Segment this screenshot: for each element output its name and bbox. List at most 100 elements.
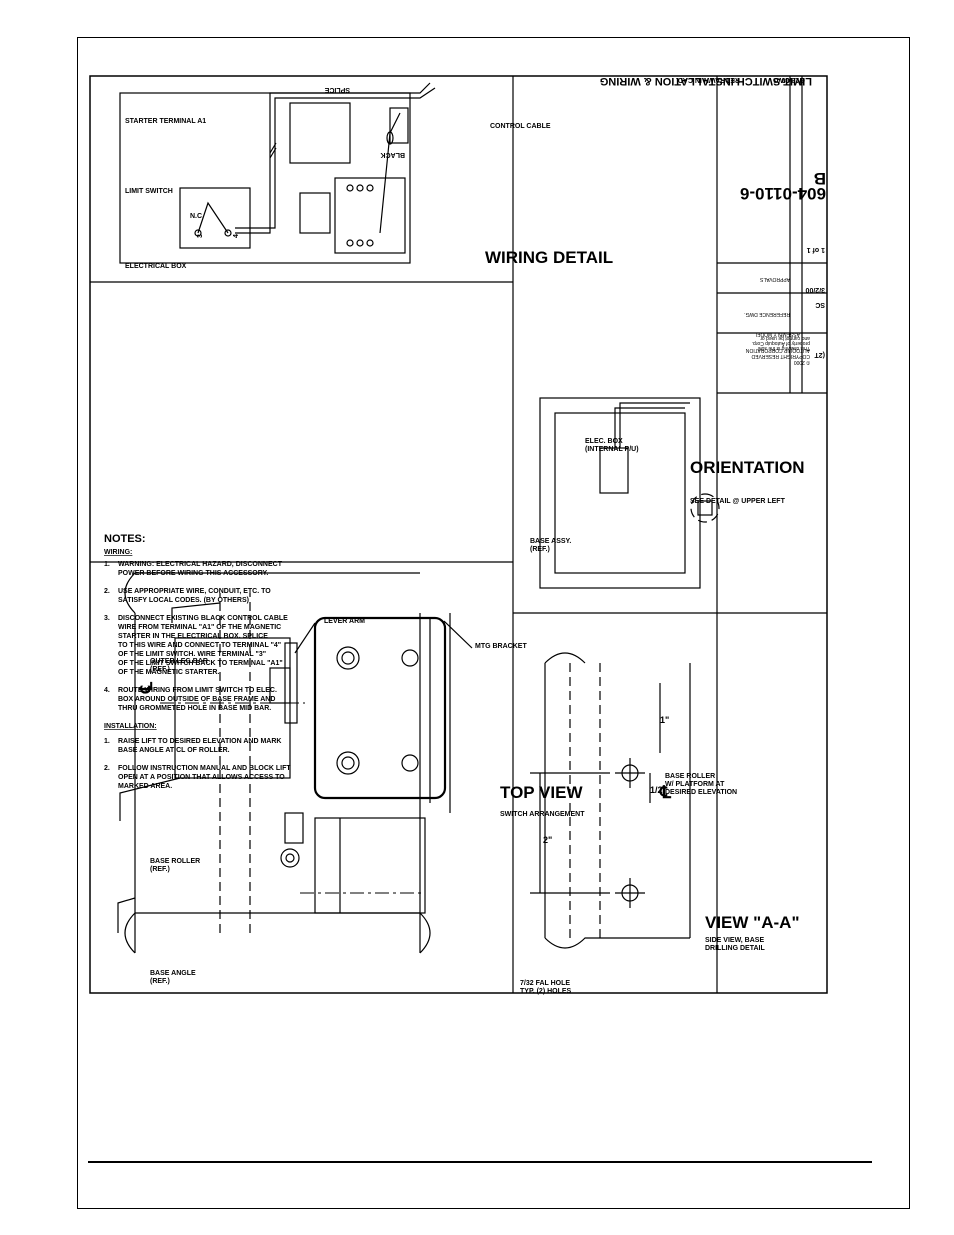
svg-text:TYP. (2) HOLES: TYP. (2) HOLES	[520, 988, 572, 995]
label-splice: SPLICE	[324, 86, 350, 93]
wiring-note-4: 4. ROUTE WIRING FROM LIMIT SWITCH TO ELE…	[104, 687, 277, 712]
label-black: BLACK	[381, 151, 406, 158]
wiring-note-1: 1. WARNING: ELECTRICAL HAZARD, DISCONNEC…	[104, 561, 283, 577]
splice-symbol	[386, 131, 394, 145]
label-outer-leg-bar: OUTER LEG BAR	[150, 658, 208, 665]
label-limit-switch: LIMIT SWITCH	[125, 188, 173, 195]
svg-text:STARTER IN THE ELECTRICAL BOX.: STARTER IN THE ELECTRICAL BOX. SPLICE	[118, 633, 268, 640]
svg-text:DESIRED ELEVATION: DESIRED ELEVATION	[665, 789, 737, 796]
svg-text:and cannot be used or: and cannot be used or	[760, 335, 810, 341]
installation-note-1: 1. RAISE LIFT TO DESIRED ELEVATION AND M…	[104, 738, 281, 754]
dim-1-inch: 1"	[660, 715, 669, 725]
svg-text:W/ PLATFORM AT: W/ PLATFORM AT	[665, 781, 725, 788]
svg-text:BOX AROUND OUTSIDE OF BASE FRA: BOX AROUND OUTSIDE OF BASE FRAME AND	[118, 696, 275, 703]
bracket-hole-icon-2	[401, 649, 419, 667]
revision-row-by: CWG	[772, 76, 790, 83]
wiring-detail-panel: 3 4 N.C. ELECTRICAL BOX LIMIT SWITCH STA…	[119, 82, 613, 270]
bracket-hole-icon	[401, 754, 419, 772]
drawn-by-value: SC	[815, 301, 825, 308]
svg-text:(INTERNAL P/U): (INTERNAL P/U)	[585, 446, 639, 453]
view-aa-centerline-symbol: ℄	[659, 783, 672, 802]
assembly-model-label: ASSEMBLY MODEL	[754, 331, 800, 337]
revision-row-num: 1	[726, 76, 730, 83]
svg-text:(REF.): (REF.)	[150, 866, 170, 873]
svg-text:POWER BEFORE WIRING THIS ACCES: POWER BEFORE WIRING THIS ACCESSORY.	[118, 570, 268, 577]
revision-row-desc: REDRAWN IN CAD.	[676, 76, 740, 83]
svg-text:WIRE FROM TERMINAL "A1" OF THE: WIRE FROM TERMINAL "A1" OF THE MAGNETIC	[118, 624, 281, 631]
copyright-line-1: © 2000	[794, 359, 810, 366]
svg-text:2.: 2.	[104, 588, 110, 595]
view-aa-subtitle-1: SIDE VIEW, BASE	[705, 937, 764, 944]
revision-row-date: 6/18/00	[782, 76, 805, 83]
svg-text:1.: 1.	[104, 738, 110, 745]
svg-text:THRU GROMMETED HOLE IN BASE MI: THRU GROMMETED HOLE IN BASE MID BAR.	[118, 705, 271, 712]
label-see-detail: SEE DETAIL @ UPPER LEFT	[690, 498, 786, 505]
svg-text:OF THE MAGNETIC STARTER.: OF THE MAGNETIC STARTER.	[118, 669, 219, 676]
footer-rule	[88, 1161, 872, 1163]
svg-text:4.: 4.	[104, 687, 110, 694]
electrical-box	[119, 92, 411, 264]
property-note: This drawing is the sole	[758, 345, 810, 351]
wiring-note-3: 3. DISCONNECT EXISTING BLACK CONTROL CAB…	[104, 615, 288, 676]
svg-text:OPEN AT A POSITION THAT ALLOWS: OPEN AT A POSITION THAT ALLOWS ACCESS TO	[118, 774, 285, 781]
label-view-aa-base-roller: BASE ROLLER	[665, 773, 715, 780]
approvals-label: APPROVALS	[759, 276, 790, 282]
label-base-assy: BASE ASSY.	[530, 538, 571, 545]
dim-2-inch: 2"	[543, 835, 552, 845]
svg-text:USE APPROPRIATE WIRE, CONDUIT,: USE APPROPRIATE WIRE, CONDUIT, ETC. TO	[118, 588, 271, 595]
base-break-right	[544, 652, 586, 664]
bracket-screw-icon	[336, 751, 360, 775]
label-base-roller: BASE ROLLER	[150, 858, 200, 865]
label-mtg-bracket: MTG BRACKET	[475, 643, 527, 650]
label-starter-terminal: STARTER TERMINAL A1	[125, 118, 206, 125]
svg-text:2.: 2.	[104, 765, 110, 772]
limit-switch-body	[314, 817, 426, 914]
svg-text:BASE ANGLE AT CL OF ROLLER.: BASE ANGLE AT CL OF ROLLER.	[118, 747, 230, 754]
top-view-subtitle: SWITCH ARRANGEMENT	[500, 811, 585, 818]
svg-text:FOLLOW INSTRUCTION MANUAL AND: FOLLOW INSTRUCTION MANUAL AND BLOCK LIFT	[118, 765, 291, 772]
terminal-3-label: 3	[197, 234, 204, 238]
svg-text:TO THIS WIRE AND CONNECT TO TE: TO THIS WIRE AND CONNECT TO TERMINAL "4"	[118, 642, 281, 649]
svg-text:SATISFY LOCAL CODES. (BY OTHER: SATISFY LOCAL CODES. (BY OTHERS)	[118, 597, 249, 604]
lever-arm	[284, 642, 298, 724]
top-view-centerline-symbol: ℄	[137, 681, 156, 694]
svg-text:AUTOQUIP CORPORATION: AUTOQUIP CORPORATION	[745, 347, 810, 353]
reference-dwg-label: REFERENCE DWG.	[744, 311, 790, 317]
svg-text:(REF.): (REF.)	[150, 666, 170, 673]
revision-letter: B	[814, 169, 826, 188]
label-control-cable: CONTROL CABLE	[490, 123, 551, 130]
svg-text:OF THE LIMIT SWITCH. WIRE TERM: OF THE LIMIT SWITCH. WIRE TERMINAL "3"	[118, 651, 266, 658]
svg-text:3.: 3.	[104, 615, 110, 622]
label-elec-box: ELEC. BOX	[585, 438, 623, 445]
wiring-detail-title: WIRING DETAIL	[485, 248, 613, 267]
view-aa-title: VIEW "A-A"	[705, 913, 800, 932]
wiring-note-2: 2. USE APPROPRIATE WIRE, CONDUIT, ETC. T…	[104, 588, 271, 604]
svg-text:RAISE LIFT TO DESIRED ELEVATIO: RAISE LIFT TO DESIRED ELEVATION AND MARK	[118, 738, 281, 745]
limit-switch-symbol	[179, 187, 251, 249]
svg-text:WARNING: ELECTRICAL HAZARD, DI: WARNING: ELECTRICAL HAZARD, DISCONNECT	[118, 561, 283, 568]
drawing-border	[89, 75, 828, 994]
top-view-panel: ℄ BASE ANGLE (REF.)	[117, 572, 585, 985]
nc-label: N.C.	[190, 213, 204, 220]
svg-text:(REF.): (REF.)	[530, 546, 550, 553]
installation-note-2: 2. FOLLOW INSTRUCTION MANUAL AND BLOCK L…	[104, 765, 291, 790]
notes-title: NOTES:	[104, 533, 146, 545]
date-value: 3/2/00	[805, 286, 825, 293]
view-aa-subtitle-2: DRILLING DETAIL	[705, 945, 765, 952]
drawing-number: 604-0110-6	[740, 184, 826, 203]
wire-route-to-switch	[235, 82, 431, 234]
label-drill-hole: 7/32 FAL HOLE	[520, 980, 570, 987]
view-aa-panel: 2" 1/2" 1" ℄ 7/32 FAL HOLE TYP. (2) HOLE…	[520, 652, 800, 995]
dim-half-inch: 1/2"	[650, 785, 667, 795]
lever-arm-roller-icon	[280, 848, 300, 868]
page-frame	[77, 37, 910, 1209]
base-break-left	[544, 937, 690, 949]
top-view-title: TOP VIEW	[500, 783, 583, 802]
sheet-value: 1 of 1	[807, 246, 825, 253]
label-lever-arm: LEVER ARM	[324, 618, 365, 625]
magnetic-starter	[334, 177, 406, 254]
svg-text:ROUTE WIRING FROM LIMIT SWITCH: ROUTE WIRING FROM LIMIT SWITCH TO ELEC.	[118, 687, 277, 694]
svg-text:OF THE LIMIT SWITCH BACK TO TE: OF THE LIMIT SWITCH BACK TO TERMINAL "A1…	[118, 660, 283, 667]
title-block: © 2000 COPYRIGHT RESERVED AUTOQUIP CORPO…	[600, 75, 827, 394]
orientation-panel: BASE ASSY. (REF.) ELEC. BOX (INTERNAL P/…	[530, 397, 805, 589]
